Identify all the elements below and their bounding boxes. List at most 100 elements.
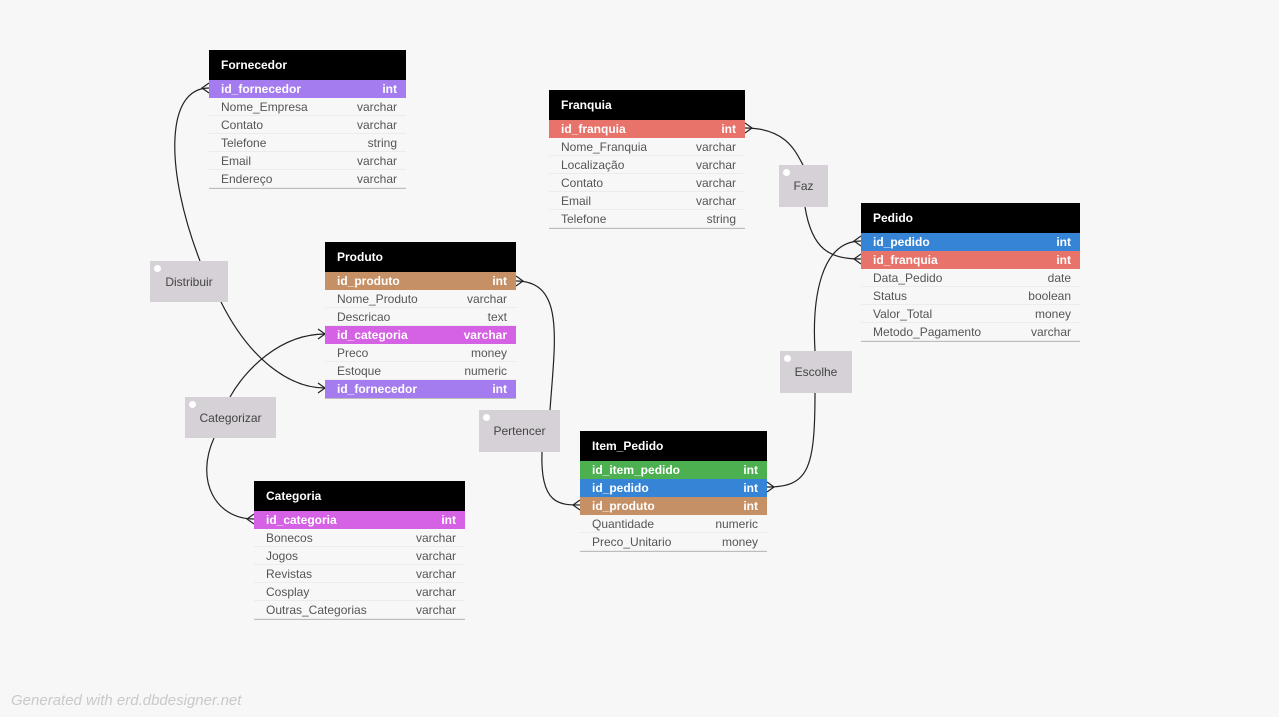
relation-label: Distribuir (165, 274, 213, 289)
relation-label: Pertencer (493, 424, 546, 438)
relation-handle[interactable] (483, 414, 490, 421)
field-row[interactable]: Contato varchar (549, 174, 745, 192)
field-type: int (743, 481, 758, 495)
relation-handle[interactable] (154, 265, 161, 272)
field-type: int (743, 463, 758, 477)
relation-distribuir[interactable]: Distribuir (150, 261, 228, 302)
field-name: Nome_Franquia (561, 139, 648, 154)
field-row[interactable]: Contato varchar (209, 116, 406, 134)
field-type: varchar (695, 175, 736, 190)
table-bottom-border (254, 619, 465, 620)
field-name: id_fornecedor (337, 382, 418, 396)
field-type: int (1056, 235, 1071, 249)
field-row[interactable]: Endereço varchar (209, 170, 406, 188)
relation-faz[interactable]: Faz (779, 165, 828, 207)
relation-handle[interactable] (783, 169, 790, 176)
relation-label: Faz (793, 179, 814, 193)
table-bottom-border (580, 551, 767, 552)
relation-handle[interactable] (189, 401, 196, 408)
field-name: Email (561, 193, 592, 208)
field-name: Endereço (221, 171, 273, 186)
field-type: int (743, 499, 758, 513)
field-name: Valor_Total (873, 306, 933, 321)
table-bottom-border (209, 188, 406, 189)
field-name: id_fornecedor (221, 82, 302, 96)
field-type: int (492, 382, 507, 396)
field-type: varchar (356, 117, 397, 132)
key-field-row[interactable]: id_fornecedor int (325, 380, 516, 398)
relation-categorizar[interactable]: Categorizar (185, 397, 276, 438)
key-field-row[interactable]: id_produto int (580, 497, 767, 515)
footer-credit: Generated with erd.dbdesigner.net (11, 692, 242, 709)
key-field-row[interactable]: id_pedido int (861, 233, 1080, 251)
field-type: int (492, 274, 507, 288)
table-title: Produto (325, 242, 516, 272)
field-name: Contato (221, 117, 264, 132)
relation-handle[interactable] (784, 355, 791, 362)
relation-pertencer[interactable]: Pertencer (479, 410, 560, 452)
field-type: money (470, 345, 507, 360)
field-type: varchar (415, 566, 456, 581)
field-type: text (487, 309, 507, 324)
crowfoot-fornecedor (200, 82, 210, 94)
field-name: Outras_Categorias (266, 602, 367, 617)
field-name: Contato (561, 175, 604, 190)
field-type: varchar (356, 99, 397, 114)
crowfoot-pedido-franquia (852, 253, 862, 265)
field-name: id_pedido (873, 235, 930, 249)
crowfoot-produto-id (515, 275, 525, 287)
link-fornecedor-distribuir (174, 87, 210, 262)
link-franquia-faz (744, 127, 804, 166)
field-name: Nome_Empresa (221, 99, 308, 114)
field-name: Jogos (266, 548, 299, 563)
key-field-row[interactable]: id_item_pedido int (580, 461, 767, 479)
field-type: varchar (463, 328, 507, 342)
field-name: id_item_pedido (592, 463, 681, 477)
field-name: Localização (561, 157, 625, 172)
field-name: id_produto (592, 499, 655, 513)
relation-escolhe[interactable]: Escolhe (780, 351, 852, 393)
field-type: varchar (356, 171, 397, 186)
field-type: string (706, 211, 736, 226)
field-type: varchar (466, 291, 507, 306)
field-name: Preco_Unitario (592, 534, 672, 549)
field-row[interactable]: Nome_Empresa varchar (209, 98, 406, 116)
crowfoot-franquia (744, 122, 754, 134)
field-type: varchar (356, 153, 397, 168)
relation-label: Categorizar (199, 410, 262, 425)
